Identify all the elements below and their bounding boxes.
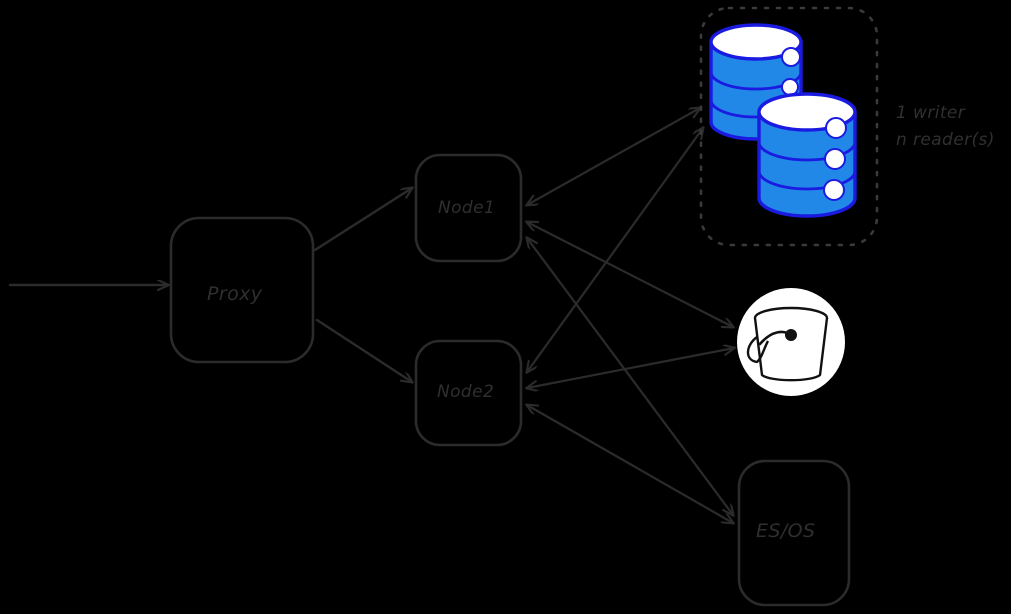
database-status-dot <box>825 117 847 139</box>
edge-proxy-to-node1 <box>313 188 412 252</box>
database-status-dot <box>781 47 801 67</box>
proxy-box[interactable] <box>169 216 315 364</box>
database-cylinder-front[interactable] <box>757 92 857 218</box>
database-status-dot <box>824 148 846 170</box>
node2-box[interactable] <box>414 339 523 447</box>
edge-node2-database <box>527 128 703 372</box>
edge-node2-bucket <box>527 348 734 388</box>
bucket-icon[interactable] <box>737 288 845 396</box>
database-note-line-1: 1 writer <box>896 103 966 123</box>
database-note-line-2: n reader(s) <box>896 130 995 150</box>
node1-label: Node1 <box>438 198 496 218</box>
search-label: ES/OS <box>756 520 816 542</box>
node1-box[interactable] <box>414 153 523 263</box>
node2-label: Node2 <box>437 382 495 402</box>
database-status-dot <box>823 179 845 201</box>
database-status-dot <box>781 78 799 96</box>
search-box[interactable] <box>737 459 851 607</box>
edge-node2-search <box>527 405 733 523</box>
edge-proxy-to-node2 <box>315 318 412 382</box>
database-group-container <box>699 6 879 247</box>
proxy-label: Proxy <box>207 283 263 305</box>
